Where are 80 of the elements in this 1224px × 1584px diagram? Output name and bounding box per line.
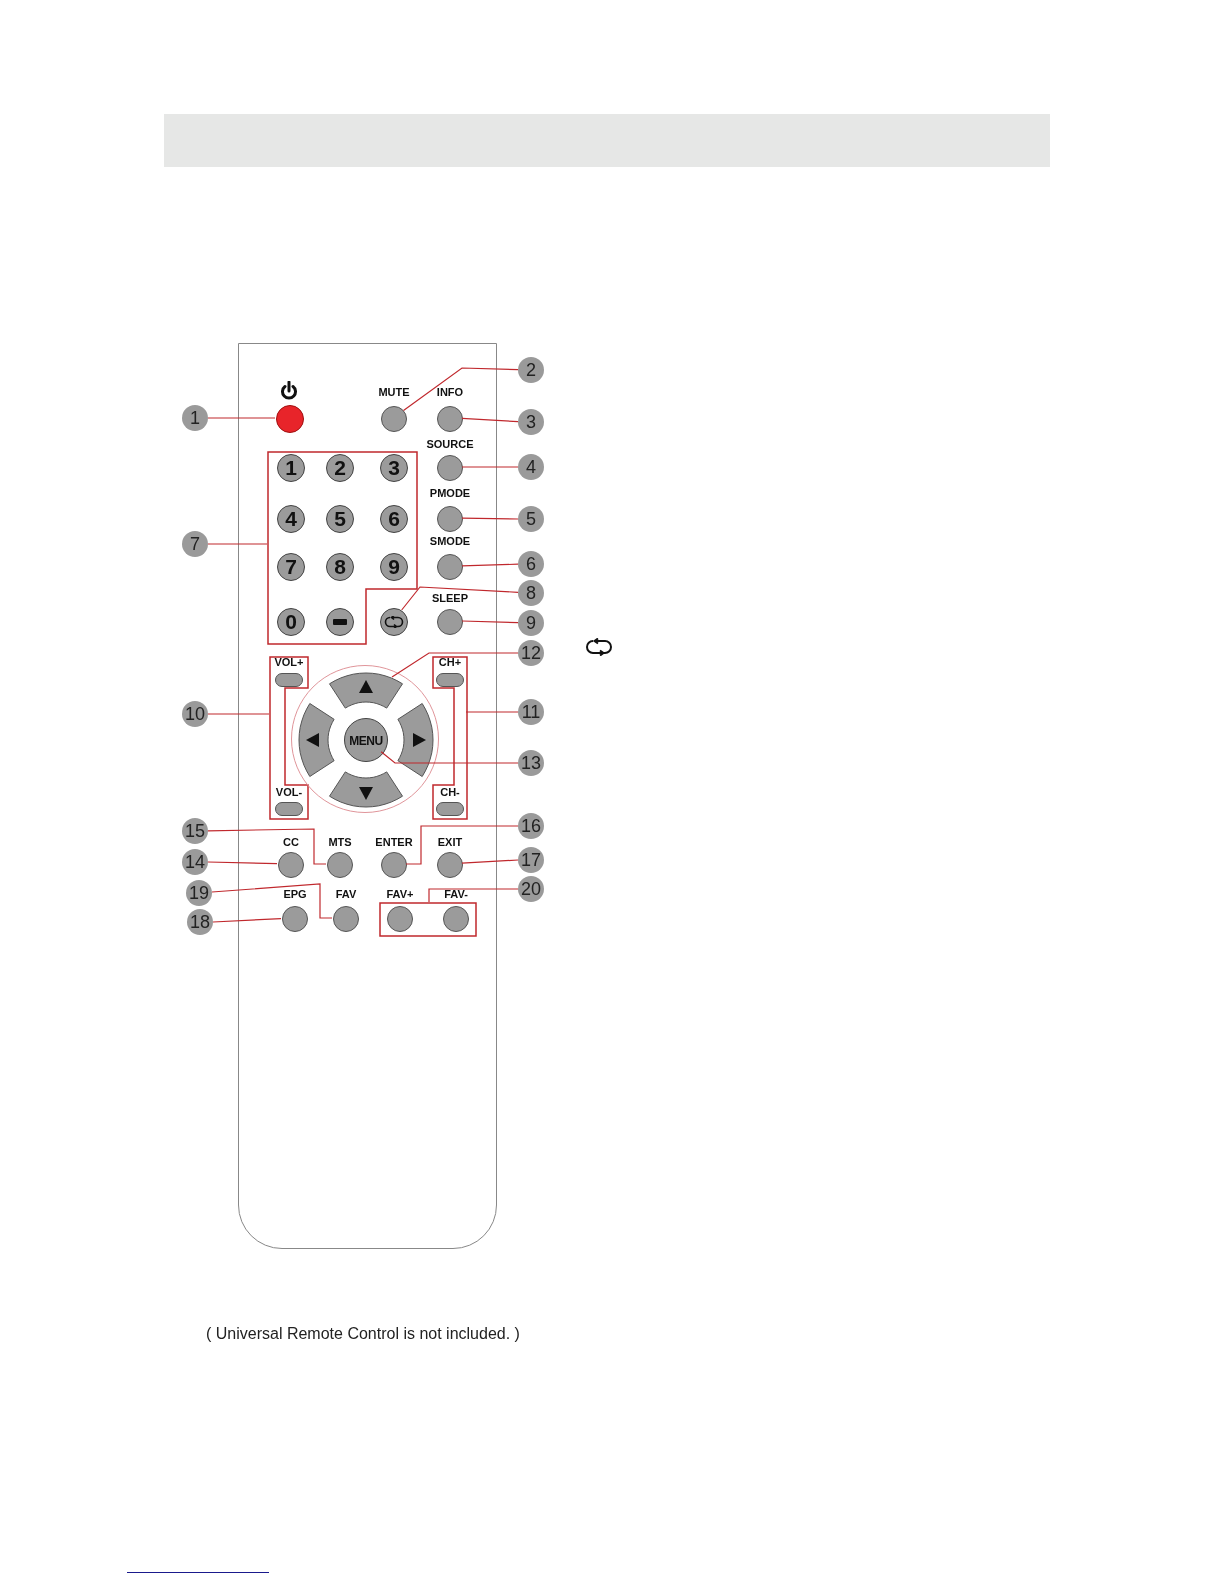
button-label: SLEEP: [431, 591, 469, 605]
callout-number: 2: [518, 357, 544, 383]
callout-number: 12: [518, 640, 544, 666]
button-label: PMODE: [429, 486, 471, 500]
power-button: [276, 405, 304, 433]
callout-number: 20: [518, 876, 544, 902]
bracket-frame: [432, 656, 469, 821]
callout-number: 17: [518, 847, 544, 873]
caption-text: ( Universal Remote Control is not included. ): [206, 1324, 520, 1344]
callout-number: 11: [518, 699, 544, 725]
callout-number: 15: [182, 818, 208, 844]
leader-line: [405, 825, 519, 865]
callout-number: 19: [186, 880, 212, 906]
number-key: 0: [277, 608, 305, 636]
callout-number: 14: [182, 849, 208, 875]
leader-line: [391, 652, 519, 678]
number-key: 3: [380, 454, 408, 482]
arrow-key: [328, 770, 404, 809]
leader-line: [461, 466, 519, 468]
button-label: CH+: [438, 655, 462, 669]
callout-number: 9: [518, 610, 544, 636]
round-button: [326, 608, 354, 636]
arrow-key: [328, 672, 404, 711]
number-key: 4: [277, 505, 305, 533]
leader-line: [428, 888, 519, 903]
callout-number: 7: [182, 531, 208, 557]
leader-line: [207, 828, 327, 865]
leader-line: [380, 751, 519, 764]
button-label: INFO: [436, 385, 464, 399]
button-label: MTS: [328, 835, 352, 849]
button-label: CH-: [440, 785, 460, 799]
menu-button: MENU: [344, 718, 388, 762]
leader-line: [461, 417, 519, 423]
callout-number: 3: [518, 409, 544, 435]
callout-number: 8: [518, 580, 544, 606]
callout-number: 6: [518, 551, 544, 577]
callout-number: 4: [518, 454, 544, 480]
number-key: 7: [277, 553, 305, 581]
number-key: 1: [277, 454, 305, 482]
callout-number: 1: [182, 405, 208, 431]
button-label: FAV+: [386, 887, 414, 901]
leader-line: [207, 861, 278, 865]
leader-line: [207, 543, 268, 545]
leader-line: [402, 367, 519, 411]
button-label: FAV-: [444, 887, 468, 901]
arrow-key: [396, 702, 435, 778]
leader-line: [211, 883, 333, 919]
button-label: VOL+: [274, 655, 304, 669]
button-label: SOURCE: [426, 437, 474, 451]
arrow-key: [298, 702, 337, 778]
leader-line: [212, 918, 282, 923]
number-key: 6: [380, 505, 408, 533]
number-key: 9: [380, 553, 408, 581]
round-button: [380, 608, 408, 636]
leader-line: [207, 417, 276, 419]
leader-line: [461, 620, 519, 624]
button-label: ENTER: [375, 835, 413, 849]
remote-body: [238, 343, 497, 1249]
callout-number: 16: [518, 813, 544, 839]
leader-line: [461, 563, 519, 567]
leader-line: [461, 859, 519, 864]
button-label: CC: [283, 835, 299, 849]
number-key: 8: [326, 553, 354, 581]
leader-line: [465, 711, 519, 713]
number-key: 2: [326, 454, 354, 482]
leader-line: [461, 517, 519, 520]
button-label: EXIT: [437, 835, 463, 849]
button-label: MUTE: [378, 385, 410, 399]
bracket-frame: [267, 451, 419, 646]
button-label: SMODE: [429, 534, 471, 548]
button-label: VOL-: [275, 785, 303, 799]
callout-number: 13: [518, 750, 544, 776]
button-label: EPG: [283, 887, 307, 901]
number-key: 5: [326, 505, 354, 533]
leader-line: [401, 586, 519, 611]
callout-number: 5: [518, 506, 544, 532]
callout-number: 18: [187, 909, 213, 935]
leader-line: [207, 713, 270, 715]
button-label: FAV: [335, 887, 357, 901]
callout-number: 10: [182, 701, 208, 727]
